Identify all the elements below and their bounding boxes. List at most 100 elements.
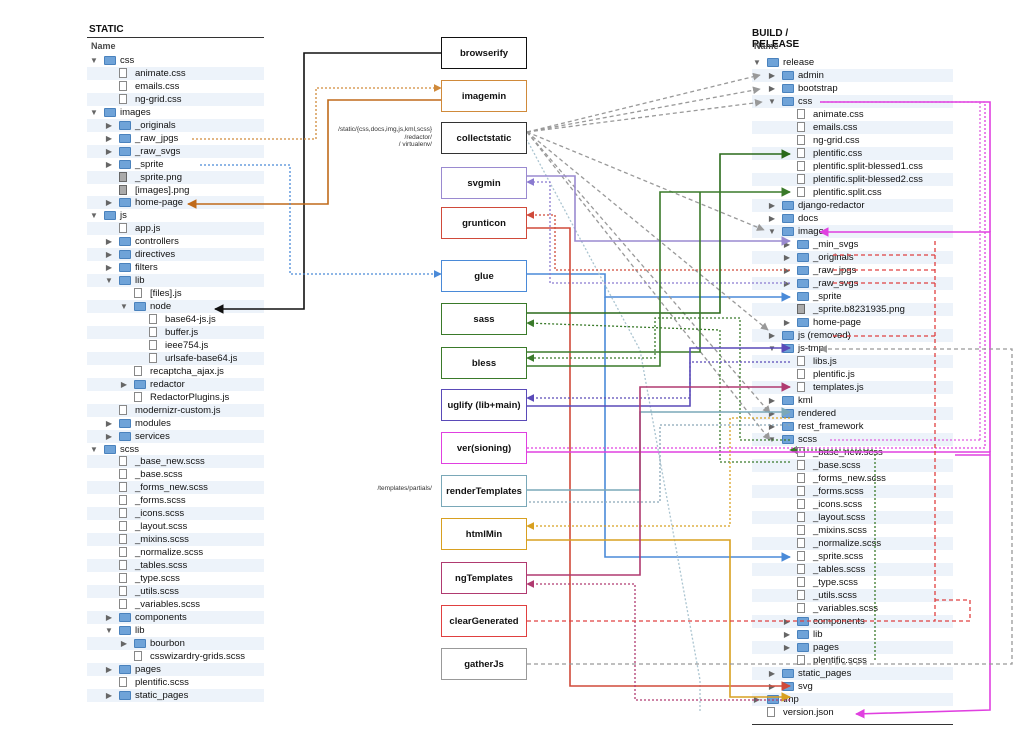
static-tree-row[interactable]: ▶directives xyxy=(87,248,264,262)
build-tree-row[interactable]: ▶js (removed) xyxy=(752,329,953,342)
static-tree-row[interactable]: ieee754.js xyxy=(87,339,264,352)
static-tree-row[interactable]: plentific.scss xyxy=(87,676,264,689)
static-tree-row[interactable]: ▶static_pages xyxy=(87,688,264,702)
static-tree-row[interactable]: ▶controllers xyxy=(87,235,264,248)
build-tree-row[interactable]: ▶home-page xyxy=(752,316,953,329)
collapsed-triangle-icon[interactable]: ▶ xyxy=(768,331,776,340)
build-tree-row[interactable]: ▶django-redactor xyxy=(752,199,953,212)
static-tree-row[interactable]: [files].js xyxy=(87,287,264,300)
static-tree-row[interactable]: ▶_raw_jpgs xyxy=(87,132,264,145)
expanded-triangle-icon[interactable]: ▼ xyxy=(105,625,113,635)
static-tree-row[interactable]: app.js xyxy=(87,222,264,236)
collapsed-triangle-icon[interactable]: ▶ xyxy=(768,669,776,678)
expanded-triangle-icon[interactable]: ▼ xyxy=(768,97,776,106)
tool-svgmin[interactable]: svgmin xyxy=(441,167,527,199)
static-tree-row[interactable]: ▶home-page xyxy=(87,196,264,210)
static-tree-row[interactable]: _utils.scss xyxy=(87,584,264,598)
tool-ngTemplates[interactable]: ngTemplates xyxy=(441,562,527,594)
collapsed-triangle-icon[interactable]: ▶ xyxy=(768,84,776,93)
static-tree-row[interactable]: ▶pages xyxy=(87,662,264,676)
static-tree-row[interactable]: urlsafe-base64.js xyxy=(87,351,264,365)
static-tree-row[interactable]: _base.scss xyxy=(87,468,264,481)
static-tree-row[interactable]: modernizr-custom.js xyxy=(87,403,264,417)
static-tree-row[interactable]: [images].png xyxy=(87,184,264,197)
build-tree-row[interactable]: ▶docs xyxy=(752,212,953,225)
build-tree-row[interactable]: animate.css xyxy=(752,108,953,121)
build-tree-row[interactable]: _forms_new.scss xyxy=(752,472,953,485)
collapsed-triangle-icon[interactable]: ▶ xyxy=(105,664,113,674)
collapsed-triangle-icon[interactable]: ▶ xyxy=(105,250,113,260)
static-tree-row[interactable]: _variables.scss xyxy=(87,598,264,611)
collapsed-triangle-icon[interactable]: ▶ xyxy=(768,71,776,80)
tool-renderTemplates[interactable]: renderTemplates xyxy=(441,475,527,507)
static-tree-row[interactable]: _mixins.scss xyxy=(87,533,264,547)
tool-glue[interactable]: glue xyxy=(441,260,527,292)
static-tree-row[interactable]: ▼scss xyxy=(87,443,264,456)
static-tree-row[interactable]: _sprite.png xyxy=(87,170,264,184)
tool-clearGenerated[interactable]: clearGenerated xyxy=(441,605,527,637)
tool-gatherJs[interactable]: gatherJs xyxy=(441,648,527,680)
expanded-triangle-icon[interactable]: ▼ xyxy=(768,435,776,444)
static-tree-row[interactable]: ▶redactor xyxy=(87,377,264,391)
tool-versioning[interactable]: ver(sioning) xyxy=(441,432,527,464)
build-tree-row[interactable]: ▼release xyxy=(752,56,953,69)
collapsed-triangle-icon[interactable]: ▶ xyxy=(105,146,113,156)
static-tree-row[interactable]: ▶bourbon xyxy=(87,636,264,650)
collapsed-triangle-icon[interactable]: ▶ xyxy=(105,120,113,130)
expanded-triangle-icon[interactable]: ▼ xyxy=(768,227,776,236)
collapsed-triangle-icon[interactable]: ▶ xyxy=(783,279,791,288)
build-tree-row[interactable]: ▶_originals xyxy=(752,251,953,264)
build-tree-row[interactable]: _sprite.scss xyxy=(752,550,953,563)
build-name-column-header[interactable]: Name xyxy=(754,41,779,51)
static-tree-row[interactable]: buffer.js xyxy=(87,325,264,339)
build-tree-row[interactable]: _utils.scss xyxy=(752,589,953,602)
collapsed-triangle-icon[interactable]: ▶ xyxy=(105,133,113,143)
build-tree-row[interactable]: ▶lib xyxy=(752,628,953,641)
build-tree-row[interactable]: ▶pages xyxy=(752,641,953,654)
static-tree-row[interactable]: _layout.scss xyxy=(87,520,264,533)
static-tree-row[interactable]: ▶components xyxy=(87,610,264,624)
collapsed-triangle-icon[interactable]: ▶ xyxy=(783,266,791,275)
static-tree-row[interactable]: _forms.scss xyxy=(87,494,264,507)
tool-browserify[interactable]: browserify xyxy=(441,37,527,69)
collapsed-triangle-icon[interactable]: ▶ xyxy=(105,431,113,441)
static-tree-row[interactable]: ▼images xyxy=(87,106,264,119)
build-tree-row[interactable]: version.json xyxy=(752,706,953,719)
static-tree-row[interactable]: ▼js xyxy=(87,209,264,222)
collapsed-triangle-icon[interactable]: ▶ xyxy=(120,638,128,648)
tool-uglify[interactable]: uglify (lib+main) xyxy=(441,389,527,421)
collapsed-triangle-icon[interactable]: ▶ xyxy=(768,396,776,405)
static-tree-row[interactable]: ▶services xyxy=(87,429,264,443)
build-tree-row[interactable]: ▶kml xyxy=(752,394,953,407)
expanded-triangle-icon[interactable]: ▼ xyxy=(90,107,98,117)
static-tree-row[interactable]: recaptcha_ajax.js xyxy=(87,365,264,378)
static-tree-row[interactable]: ng-grid.css xyxy=(87,92,264,106)
collapsed-triangle-icon[interactable]: ▶ xyxy=(105,159,113,169)
collapsed-triangle-icon[interactable]: ▶ xyxy=(105,612,113,622)
collapsed-triangle-icon[interactable]: ▶ xyxy=(105,263,113,273)
static-tree-row[interactable]: base64-js.js xyxy=(87,313,264,326)
static-tree-row[interactable]: _type.scss xyxy=(87,572,264,585)
expanded-triangle-icon[interactable]: ▼ xyxy=(90,211,98,221)
build-tree-row[interactable]: plentific.split-blessed2.css xyxy=(752,173,953,186)
build-tree-row[interactable]: _base.scss xyxy=(752,459,953,472)
build-tree-row[interactable]: ▶bootstrap xyxy=(752,82,953,95)
expanded-triangle-icon[interactable]: ▼ xyxy=(105,276,113,286)
tool-imagemin[interactable]: imagemin xyxy=(441,80,527,112)
static-tree-row[interactable]: ▶_originals xyxy=(87,118,264,132)
expanded-triangle-icon[interactable]: ▼ xyxy=(90,444,98,454)
build-tree-row[interactable]: _forms.scss xyxy=(752,485,953,498)
build-tree-row[interactable]: _normalize.scss xyxy=(752,537,953,550)
static-tree-row[interactable]: _base_new.scss xyxy=(87,455,264,469)
build-tree-row[interactable]: plentific.split.css xyxy=(752,186,953,199)
static-name-column-header[interactable]: Name xyxy=(91,41,116,51)
build-tree-row[interactable]: libs.js xyxy=(752,355,953,368)
static-tree-row[interactable]: emails.css xyxy=(87,80,264,93)
build-tree-row[interactable]: plentific.split-blessed1.css xyxy=(752,160,953,173)
static-tree-row[interactable]: csswizardry-grids.scss xyxy=(87,650,264,663)
build-tree-row[interactable]: _tables.scss xyxy=(752,563,953,576)
tool-grunticon[interactable]: grunticon xyxy=(441,207,527,239)
static-tree-row[interactable]: ▼lib xyxy=(87,274,264,288)
collapsed-triangle-icon[interactable]: ▶ xyxy=(768,214,776,223)
static-tree-row[interactable]: RedactorPlugins.js xyxy=(87,391,264,404)
